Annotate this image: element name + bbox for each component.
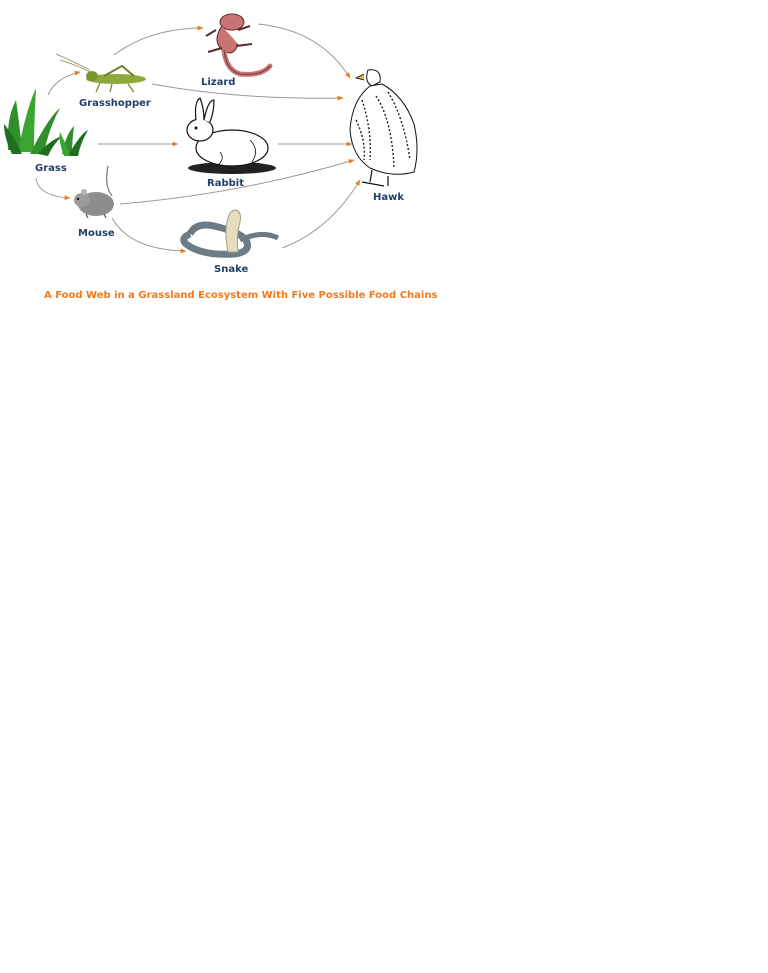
- grass-icon: [4, 88, 88, 156]
- arrow-mouse-to-hawk: [119, 159, 355, 205]
- snake-icon: [180, 209, 280, 258]
- snake-label: Snake: [214, 264, 249, 275]
- rabbit-label: Rabbit: [207, 178, 244, 189]
- mouse-label: Mouse: [78, 228, 115, 239]
- diagram-caption: A Food Web in a Grassland Ecosystem With…: [44, 290, 438, 301]
- hawk-icon: [349, 69, 418, 187]
- grass-label: Grass: [35, 163, 67, 174]
- arrow-grass-to-grasshopper: [47, 70, 81, 96]
- arrow-grasshopper-to-hawk: [151, 83, 344, 101]
- grasshopper-icon: [55, 53, 146, 93]
- arrow-lizard-to-hawk: [257, 23, 351, 79]
- rabbit-icon: [186, 97, 276, 174]
- hawk-label: Hawk: [373, 192, 405, 203]
- lizard-label: Lizard: [201, 77, 236, 88]
- arrow-grasshopper-to-lizard: [113, 25, 204, 56]
- arrow-grass-to-mouse: [35, 177, 71, 201]
- mouse-icon: [74, 165, 114, 219]
- lizard-icon: [205, 13, 273, 77]
- arrow-snake-to-hawk: [281, 179, 361, 249]
- arrow-mouse-to-snake: [111, 217, 187, 254]
- grasshopper-label: Grasshopper: [79, 98, 151, 109]
